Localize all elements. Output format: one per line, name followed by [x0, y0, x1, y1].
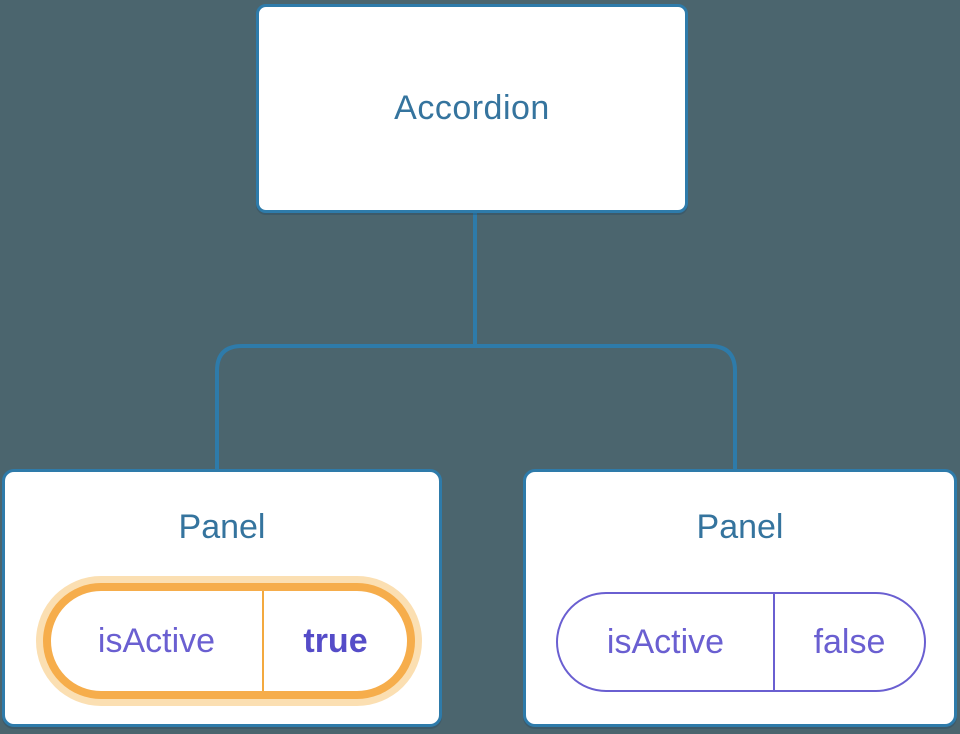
state-prop-name: isActive — [97, 621, 216, 660]
state-prop-value: false — [813, 622, 886, 661]
state-pill-inactive: isActive false — [556, 592, 926, 692]
panel-node-inactive: Panel isActive false — [523, 469, 957, 727]
panel-label: Panel — [696, 508, 784, 546]
connector-branch-line — [215, 344, 737, 469]
panel-label: Panel — [178, 508, 266, 546]
accordion-label: Accordion — [394, 89, 550, 127]
state-pill-active: isActive true — [43, 583, 415, 699]
pill-divider — [773, 594, 775, 690]
pill-divider — [262, 591, 264, 691]
state-prop-value: true — [303, 621, 368, 660]
accordion-node: Accordion — [256, 4, 688, 213]
state-prop-name: isActive — [606, 622, 725, 661]
panel-node-active: Panel isActive true — [2, 469, 442, 727]
